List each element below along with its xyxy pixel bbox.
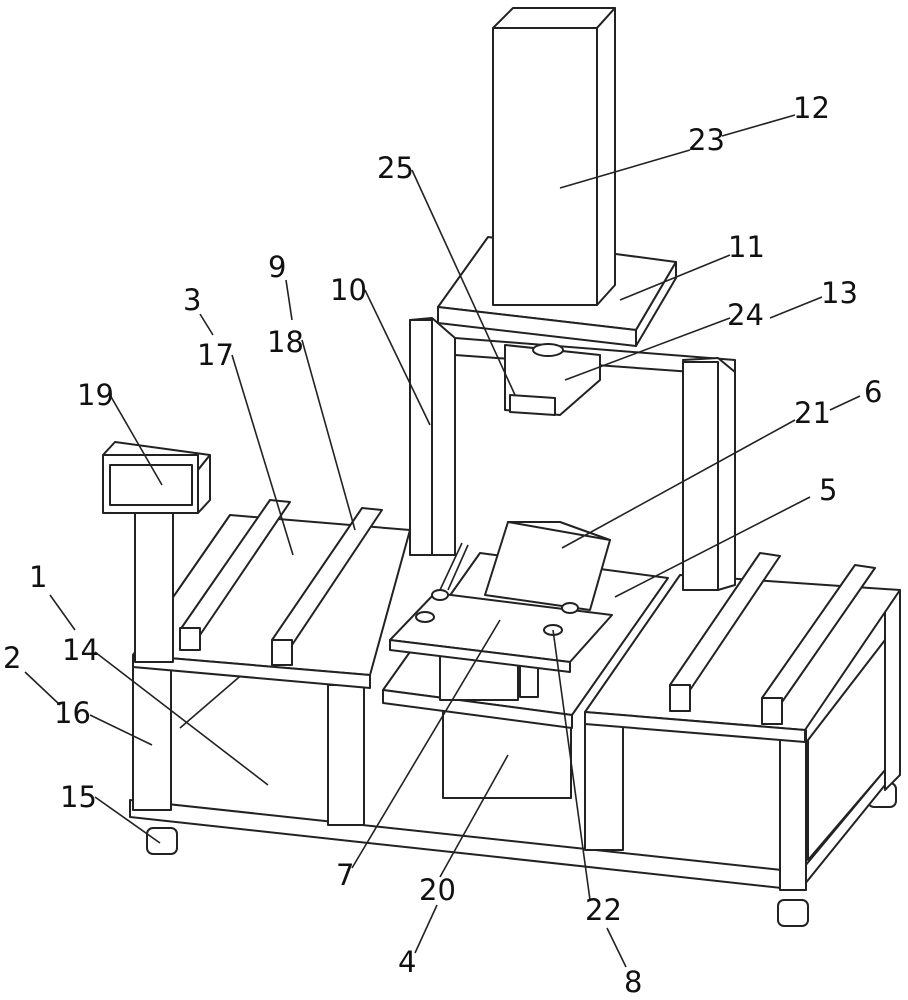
label-23: 23 [688,123,725,157]
label-4: 4 [398,945,416,979]
label-21: 21 [794,396,831,430]
display-unit [102,441,211,663]
label-13: 13 [821,276,858,310]
label-8: 8 [624,965,642,999]
label-10: 10 [330,273,367,307]
right-table [584,552,901,743]
label-7: 7 [336,858,354,892]
label-5: 5 [819,473,837,507]
label-1: 1 [29,560,47,594]
label-15: 15 [60,780,97,814]
base-frame [129,589,901,891]
label-20: 20 [419,873,456,907]
label-3: 3 [183,283,201,317]
label-9: 9 [268,250,286,284]
label-18: 18 [267,325,304,359]
label-17: 17 [197,338,234,372]
left-table [132,499,411,689]
label-12: 12 [793,91,830,125]
label-24: 24 [727,298,764,332]
label-16: 16 [54,696,91,730]
label-22: 22 [585,893,622,927]
label-14: 14 [62,633,99,667]
part-labels: 12 23 25 11 9 13 10 3 24 18 17 19 6 21 5… [3,91,882,999]
label-6: 6 [864,375,882,409]
press-table [382,521,669,799]
machine-drawing [102,7,901,927]
label-11: 11 [728,230,765,264]
label-19: 19 [77,378,114,412]
label-25: 25 [377,151,414,185]
label-2: 2 [3,641,21,675]
press-head [437,7,677,416]
leader-lines [24,114,861,968]
